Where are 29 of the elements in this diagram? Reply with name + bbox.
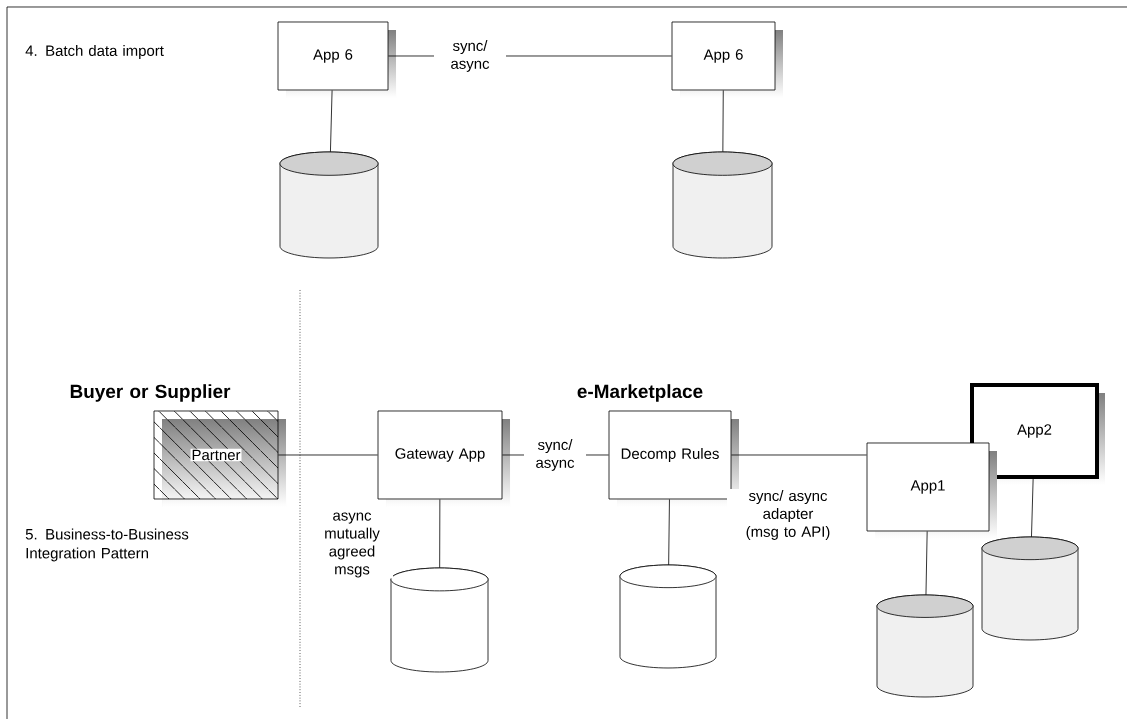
pattern-caption: 4. Batch data import [25,45,164,59]
connector-line [731,454,867,456]
database-cylinder [672,151,773,259]
pattern-caption: 5. Business-to-Business Integration Pattern [25,528,189,562]
edge-label: async mutually agreed msgs [311,511,393,579]
database-cylinder [390,567,489,673]
edge-label: sync/ async adapter (msg to API) [727,489,849,541]
edge-label: sync/ async [434,39,506,73]
application-box: App 6 [671,21,783,98]
connector-line [439,499,441,569]
section-heading: Buyer or Supplier [70,384,231,402]
edge-label: sync/ async [524,438,586,472]
partner-box: Partner [153,410,279,500]
section-heading: e-Marketplace [577,384,703,402]
connector-line [1031,478,1034,538]
connector-line [668,499,670,566]
application-box: Gateway App [377,410,510,507]
application-box: App2 [970,383,1105,485]
application-box: App 6 [277,21,396,98]
application-box: App1 [866,442,997,539]
connector-line [278,454,378,456]
database-cylinder [876,594,974,698]
connector-line [722,90,724,153]
application-box: Decomp Rules [608,410,739,507]
database-cylinder [981,536,1079,641]
connector-line [925,531,928,596]
connector-line [330,90,333,153]
database-cylinder [279,151,379,259]
database-cylinder [619,564,717,669]
